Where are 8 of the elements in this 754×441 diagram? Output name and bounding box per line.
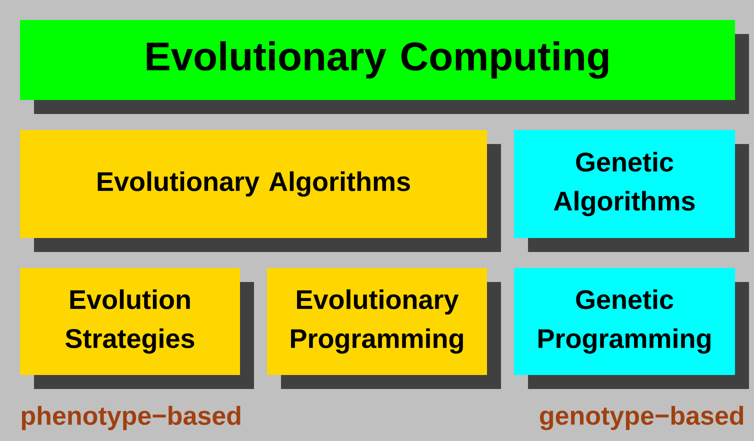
text-box: Evolutionary Programming	[267, 268, 487, 375]
text-box: Genetic Algorithms	[514, 130, 735, 238]
side-label: genotype−based	[540, 406, 744, 430]
text-box: Evolution Strategies	[20, 268, 240, 375]
text-box: Evolutionary Computing	[20, 20, 735, 100]
text-box: Evolutionary Algorithms	[20, 130, 487, 238]
text-box: Genetic Programming	[514, 268, 735, 375]
side-label: phenotype−based	[22, 406, 240, 430]
